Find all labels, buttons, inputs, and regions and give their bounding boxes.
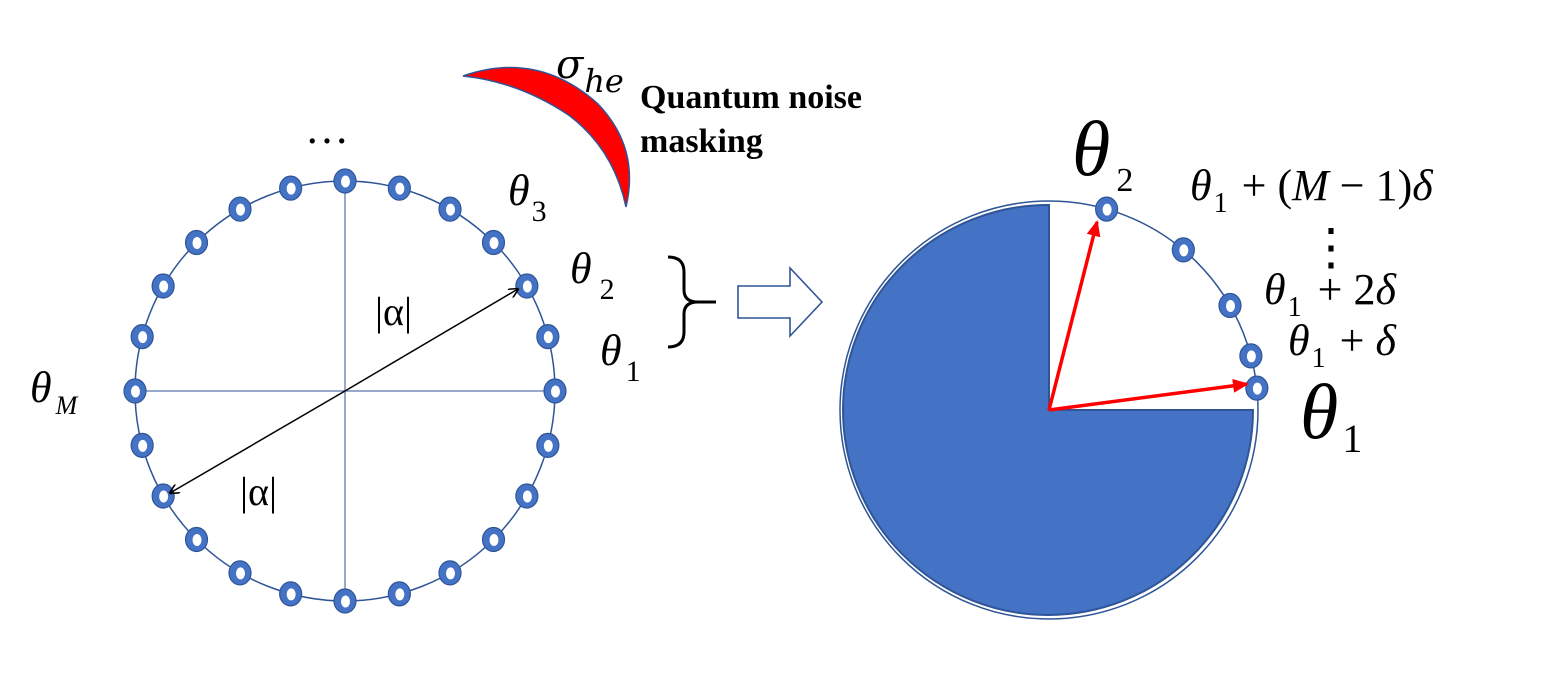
phase-point bbox=[1171, 237, 1195, 263]
theta1-plus-delta: θ1+ δ bbox=[1288, 316, 1397, 374]
constellation-point bbox=[123, 378, 147, 404]
constellation-point bbox=[151, 273, 175, 299]
noise-crescent bbox=[462, 66, 631, 208]
right-diagram bbox=[839, 196, 1269, 620]
vertical-ellipsis: ⋮ bbox=[1306, 219, 1356, 275]
alpha-label-lower: |α| bbox=[240, 469, 277, 514]
constellation-point bbox=[333, 168, 357, 194]
constellation-point bbox=[333, 588, 357, 614]
constellation-point bbox=[184, 526, 209, 553]
transform-arrow bbox=[737, 265, 824, 339]
alpha-label-upper: |α| bbox=[375, 289, 412, 334]
red-arrow-theta2 bbox=[1047, 220, 1101, 411]
sigma-he-label: σhe bbox=[556, 42, 624, 100]
phase-point bbox=[1218, 292, 1242, 319]
constellation-point bbox=[481, 526, 506, 553]
masked-region bbox=[842, 203, 1255, 616]
red-arrow-theta1 bbox=[1048, 378, 1249, 412]
constellation-point bbox=[515, 273, 539, 299]
constellation-point bbox=[438, 560, 462, 586]
noise-label-line1: Quantum noise bbox=[640, 79, 862, 116]
constellation-point bbox=[130, 432, 154, 458]
constellation-point bbox=[130, 324, 154, 350]
phase-point bbox=[1095, 196, 1119, 222]
theta1-plus-2-delta: θ1+ 2δ bbox=[1264, 265, 1397, 323]
constellation-points bbox=[123, 168, 567, 614]
right-circle bbox=[839, 200, 1259, 620]
constellation-point bbox=[536, 432, 560, 458]
alpha-arrow-upper bbox=[344, 289, 518, 392]
theta1-plus-m-minus-1-delta: θ1+ (M − 1)δ bbox=[1190, 161, 1434, 219]
constellation-point bbox=[543, 378, 567, 404]
left-constellation bbox=[123, 168, 567, 614]
constellation-point bbox=[184, 229, 209, 256]
constellation-point bbox=[481, 229, 506, 256]
theta3-label: θ3 bbox=[508, 166, 547, 228]
constellation-point bbox=[228, 196, 252, 222]
constellation-point bbox=[536, 324, 560, 350]
constellation-point bbox=[387, 581, 411, 607]
constellation-point bbox=[151, 483, 175, 509]
constellation-point bbox=[438, 196, 462, 222]
constellation-point bbox=[387, 175, 411, 201]
group-brace bbox=[667, 255, 716, 349]
alpha-arrow-lower bbox=[170, 390, 346, 493]
constellation-point bbox=[515, 483, 539, 509]
phase-point bbox=[1245, 375, 1269, 401]
phase-point bbox=[1239, 343, 1263, 369]
constellation-point bbox=[279, 175, 303, 201]
noise-label-line2: masking bbox=[640, 123, 763, 160]
constellation-point bbox=[228, 560, 252, 586]
right-points bbox=[1095, 196, 1269, 401]
top-ellipsis: … bbox=[305, 104, 349, 153]
constellation-point bbox=[279, 581, 303, 607]
